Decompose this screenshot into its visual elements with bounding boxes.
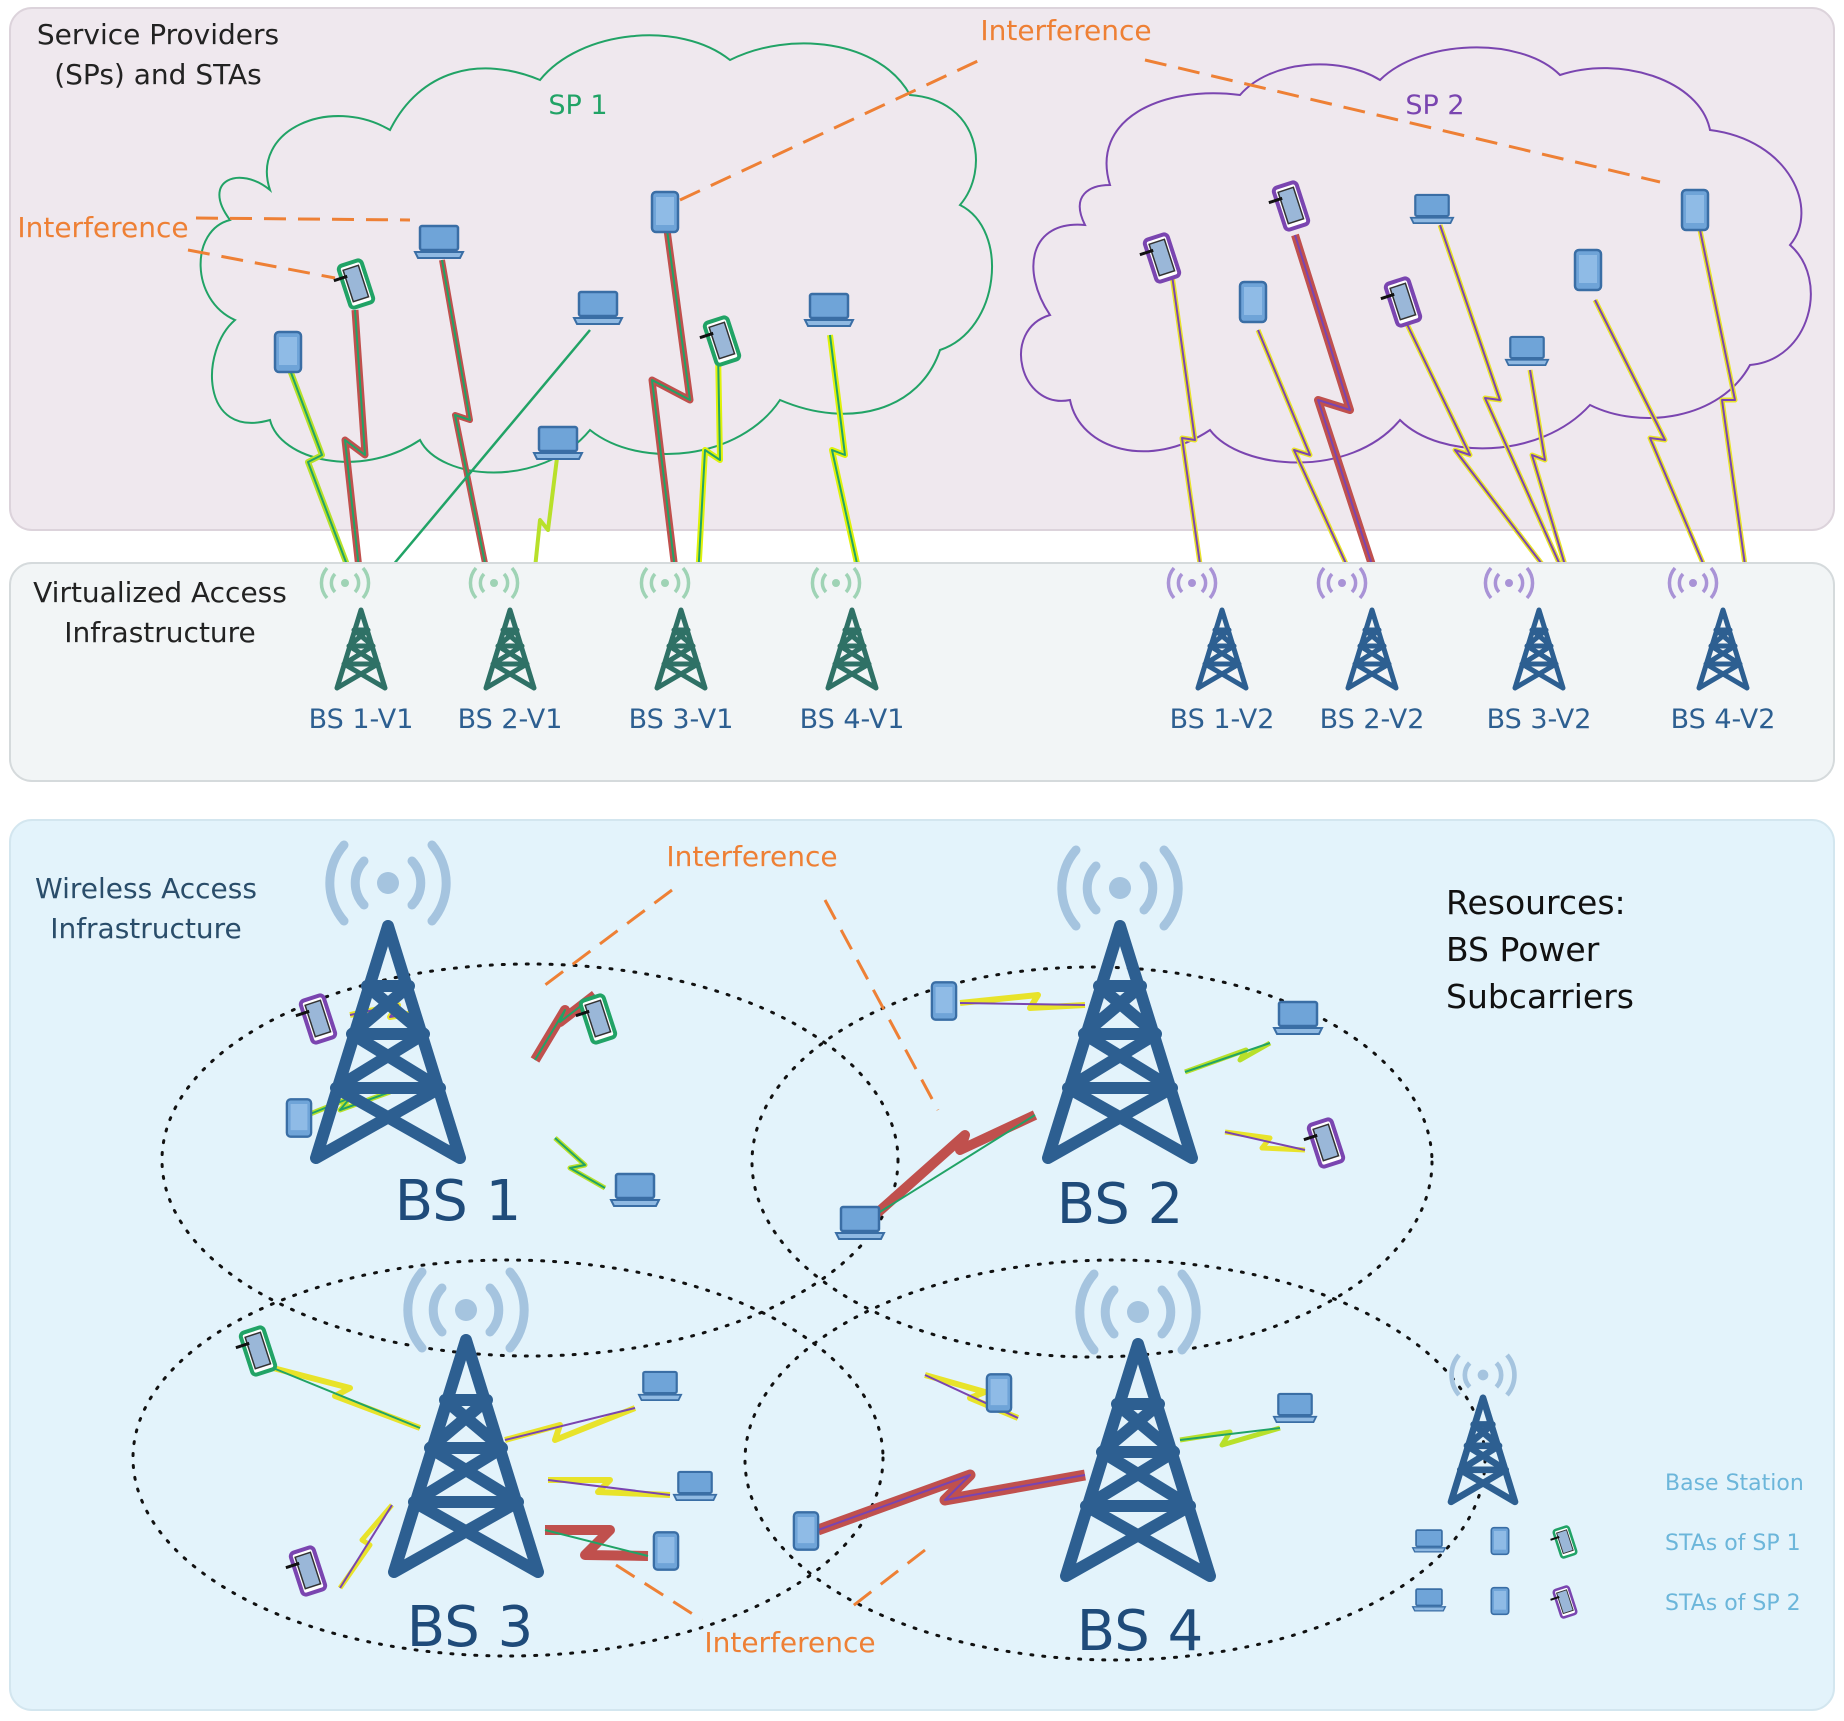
resources-item-subcarriers: Subcarriers [1446,977,1634,1016]
bs1-v1-label: BS 1-V1 [309,704,414,735]
sp2-cloud [1020,46,1812,464]
sp1-laptop-icon [609,1172,661,1208]
sp1-laptop-icon [803,292,855,328]
sp1-laptop-icon [532,425,584,461]
sp2-laptop-icon [672,1470,718,1502]
resources-item-power: BS Power [1446,930,1600,969]
resources-title: Resources: [1446,883,1626,922]
sp1-phone-icon [652,1531,680,1571]
legend-sp2-label: STAs of SP 2 [1665,1591,1801,1616]
sp1-laptop-icon [1272,1000,1324,1036]
sp2-laptop-icon [1504,335,1550,367]
virtual-panel-title-line1: Virtualized Access [33,576,287,609]
sp2-phone-icon [792,1511,820,1551]
sp-interference-lines [187,58,1661,280]
legend: Base Station STAs of SP 1 STAs of SP 2 [1411,1355,1804,1622]
bs1-coverage [160,962,900,1358]
sp-panel-title-line1: Service Providers [37,18,279,51]
sp2-phone-icon [930,981,958,1021]
bs3-v1-label: BS 3-V1 [629,704,734,735]
bs3-coverage [131,1258,885,1658]
sp1-laptop-icon [1272,1392,1318,1424]
sp1-laptop-icon [834,1205,886,1241]
bs2-label: BS 2 [1057,1172,1183,1237]
wireless-panel-background [9,819,1835,1711]
virtual-panel-title-line2: Infrastructure [64,616,256,649]
sp2-phone-icon [1238,280,1268,324]
interference-label-top: Interference [980,14,1151,47]
legend-sp1-label: STAs of SP 1 [1665,1531,1801,1556]
bs4-v1-label: BS 4-V1 [800,704,905,735]
legend-sp2-laptop-icon [1411,1588,1447,1612]
sp2-links [1169,224,1748,579]
sp1-laptop-icon [572,290,624,326]
interference-label-left: Interference [17,211,188,244]
bs4-v2-label: BS 4-V2 [1671,704,1776,735]
sp1-phone-icon [285,1098,313,1138]
virtual-panel-background [9,562,1835,782]
bs1-label: BS 1 [395,1169,521,1234]
sp1-phone-icon [650,190,680,234]
sp2-phone-icon [1573,248,1603,292]
sp2-phone-icon [985,1373,1013,1413]
bs-labels: BS 1 BS 2 BS 3 BS 4 [395,1169,1203,1664]
virtual-station-labels: BS 1-V1 BS 2-V1 BS 3-V1 BS 4-V1 BS 1-V2 … [309,704,1776,735]
sp-panel: Service Providers (SPs) and STAs SP 1 SP… [9,7,1835,591]
sp1-phone-icon [273,330,303,374]
bs3-label: BS 3 [407,1595,533,1660]
sp2-label: SP 2 [1405,90,1464,121]
sp1-cloud [199,34,993,474]
legend-sp2-phone-icon [1490,1586,1510,1616]
sp1-label: SP 1 [548,90,607,121]
virtual-panel: Virtualized Access Infrastructure [9,562,1835,782]
bs3-v2-label: BS 3-V2 [1487,704,1592,735]
sp2-phone-icon [1680,188,1710,232]
legend-base-station-label: Base Station [1665,1471,1804,1496]
bs4-label: BS 4 [1077,1599,1203,1664]
sp2-laptop-icon [1409,193,1455,225]
interference-label-wireless-bottom: Interference [704,1626,875,1659]
bs1-v2-label: BS 1-V2 [1170,704,1275,735]
sp-panel-title-line2: (SPs) and STAs [54,58,262,91]
wireless-panel-title-line2: Infrastructure [50,912,242,945]
wireless-panel: Wireless Access Infrastructure Resources… [9,819,1835,1711]
wireless-interference-lines [544,888,940,1622]
interference-label-wireless-top: Interference [666,840,837,873]
sp2-laptop-icon [637,1370,683,1402]
bs2-v1-label: BS 2-V1 [458,704,563,735]
bs2-v2-label: BS 2-V2 [1320,704,1425,735]
bs2-coverage [750,965,1434,1359]
sp1-laptop-icon [413,224,465,260]
sp1-links [287,214,861,591]
legend-sp1-phone-icon [1490,1526,1510,1556]
sp-panel-background [9,7,1835,531]
legend-sp1-laptop-icon [1411,1529,1447,1553]
wireless-panel-title-line1: Wireless Access [35,872,257,905]
